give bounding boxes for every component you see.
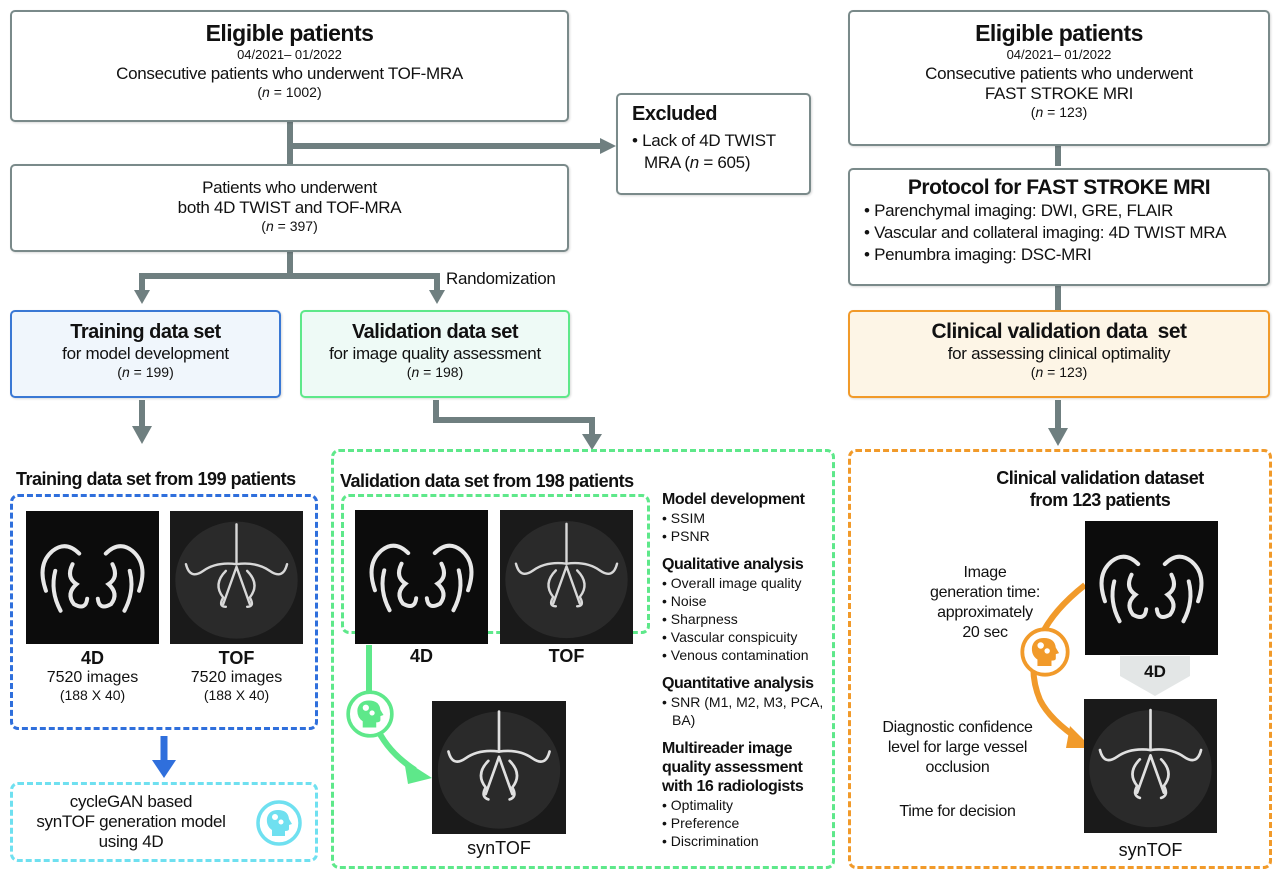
protocol-item: Vascular and collateral imaging: 4D TWIS… (864, 222, 1268, 244)
metric-group-model: Model development SSIM PSNR (662, 490, 832, 545)
arrowhead-clinical-panel (1048, 428, 1068, 446)
ai-head-icon-green (344, 688, 396, 740)
mra-4d-graphic (40, 544, 145, 613)
mra-tof-graphic (175, 521, 298, 639)
validation-metrics: Model development SSIM PSNR Qualitative … (662, 490, 832, 850)
validation-tof-label: TOF (548, 646, 585, 666)
right-eligible-n: (n = 123) (1030, 104, 1088, 120)
mra-syntof-graphic (437, 710, 561, 829)
both-line2: both 4D TWIST and TOF-MRA (177, 198, 402, 217)
training-tof-label: TOF 7520 images (188 X 40) (190, 648, 283, 703)
metric-group-quantitative: Quantitative analysis SNR (M1, M2, M3, P… (662, 674, 832, 729)
eligible-patients-box: Eligible patients 04/2021– 01/2022 Conse… (10, 10, 569, 122)
training-data-set-box: Training data set for model development … (10, 310, 281, 398)
connector-both-split (139, 252, 440, 292)
clinical-subtitle: for assessing clinical optimality (947, 344, 1171, 363)
generation-time-text: Image generation time: approximately 20 … (930, 564, 1040, 641)
clinical-syntof-label: synTOF (1118, 840, 1183, 860)
clinical-4d-label: 4D (1144, 662, 1166, 681)
model-text: cycleGAN based synTOF generation model u… (36, 792, 226, 851)
validation-4d-label: 4D (409, 646, 433, 666)
right-eligible-dates: 04/2021– 01/2022 (1006, 47, 1112, 62)
training-4d-label: 4D 7520 images (188 X 40) (46, 648, 139, 703)
arrowhead-validation-panel (582, 434, 602, 450)
validation-subtitle: for image quality assessment (329, 344, 541, 363)
validation-panel (331, 449, 835, 869)
right-eligible-title: Eligible patients (975, 20, 1143, 46)
validation-data-set-box: Validation data set for image quality as… (300, 310, 570, 398)
right-eligible-desc2: FAST STROKE MRI (984, 84, 1134, 103)
ai-head-icon-orange (1018, 625, 1072, 679)
arrowhead-validation (429, 290, 445, 304)
training-n: (n = 199) (117, 364, 174, 380)
both-n: (n = 397) (261, 218, 318, 234)
eligible-title: Eligible patients (205, 20, 374, 46)
validation-n: (n = 198) (406, 364, 464, 380)
arrowhead-training-panel (132, 426, 152, 444)
arrowhead-model (152, 760, 176, 778)
protocol-list: Parenchymal imaging: DWI, GRE, FLAIR Vas… (850, 200, 1268, 266)
protocol-title: Protocol for FAST STROKE MRI (907, 176, 1211, 199)
training-images-panel (10, 494, 318, 730)
ai-head-icon (254, 798, 304, 848)
training-tof-image (170, 511, 303, 644)
time-for-decision-text: Time for decision (899, 803, 1016, 820)
right-eligible-desc1: Consecutive patients who underwent (925, 64, 1193, 83)
both-line1: Patients who underwent (202, 178, 377, 197)
validation-syntof-image (432, 701, 566, 834)
validation-tof-image (500, 510, 633, 644)
clinical-panel-title: Clinical validation dataset from 123 pat… (996, 468, 1204, 510)
protocol-item: Penumbra imaging: DSC-MRI (864, 244, 1268, 266)
validation-panel-title: Validation data set from 198 patients (340, 471, 634, 491)
connector-validation-down (433, 400, 595, 436)
clinical-4d-image (1085, 521, 1218, 655)
metric-group-multireader: Multireader image quality assessment wit… (662, 739, 832, 850)
arrowhead-training (134, 290, 150, 304)
clinical-syntof-image (1084, 699, 1217, 833)
validation-4d-image (355, 510, 488, 644)
training-subtitle: for model development (62, 344, 229, 363)
validation-input-panel (341, 494, 650, 634)
clinical-n: (n = 123) (1030, 364, 1088, 380)
both-patients-box: Patients who underwent both 4D TWIST and… (10, 164, 569, 252)
metric-group-qualitative: Qualitative analysis Overall image quali… (662, 555, 832, 664)
randomization-label: Randomization (446, 269, 556, 288)
mra-4d-graphic (1099, 554, 1204, 624)
diagnostic-confidence-text: Diagnostic confidence level for large ve… (882, 719, 1033, 776)
clinical-panel (848, 449, 1272, 869)
clinical-validation-box: Clinical validation data set for assessi… (848, 310, 1270, 398)
training-title: Training data set (70, 321, 221, 343)
arrowhead-excluded (600, 138, 616, 154)
training-4d-image (26, 511, 159, 644)
mra-syntof-graphic (1089, 708, 1212, 828)
eligible-n: (n = 1002) (257, 84, 322, 100)
mra-4d-graphic (369, 543, 474, 613)
excluded-reason: • Lack of 4D TWIST MRA (n = 605) (632, 131, 776, 172)
model-box (10, 782, 318, 862)
validation-syntof-label: synTOF (467, 838, 531, 858)
eligible-dates: 04/2021– 01/2022 (237, 47, 342, 62)
protocol-box: Protocol for FAST STROKE MRI Parenchymal… (848, 168, 1270, 286)
eligible-desc: Consecutive patients who underwent TOF-M… (116, 64, 463, 83)
right-eligible-patients-box: Eligible patients 04/2021– 01/2022 Conse… (848, 10, 1270, 146)
training-panel-title: Training data set from 199 patients (16, 469, 296, 489)
mra-tof-graphic (505, 521, 628, 639)
validation-title: Validation data set (351, 321, 519, 343)
protocol-item: Parenchymal imaging: DWI, GRE, FLAIR (864, 200, 1268, 222)
excluded-box: Excluded • Lack of 4D TWIST MRA (n = 605… (616, 93, 811, 195)
clinical-title: Clinical validation data set (931, 320, 1187, 343)
excluded-title: Excluded (632, 103, 717, 125)
